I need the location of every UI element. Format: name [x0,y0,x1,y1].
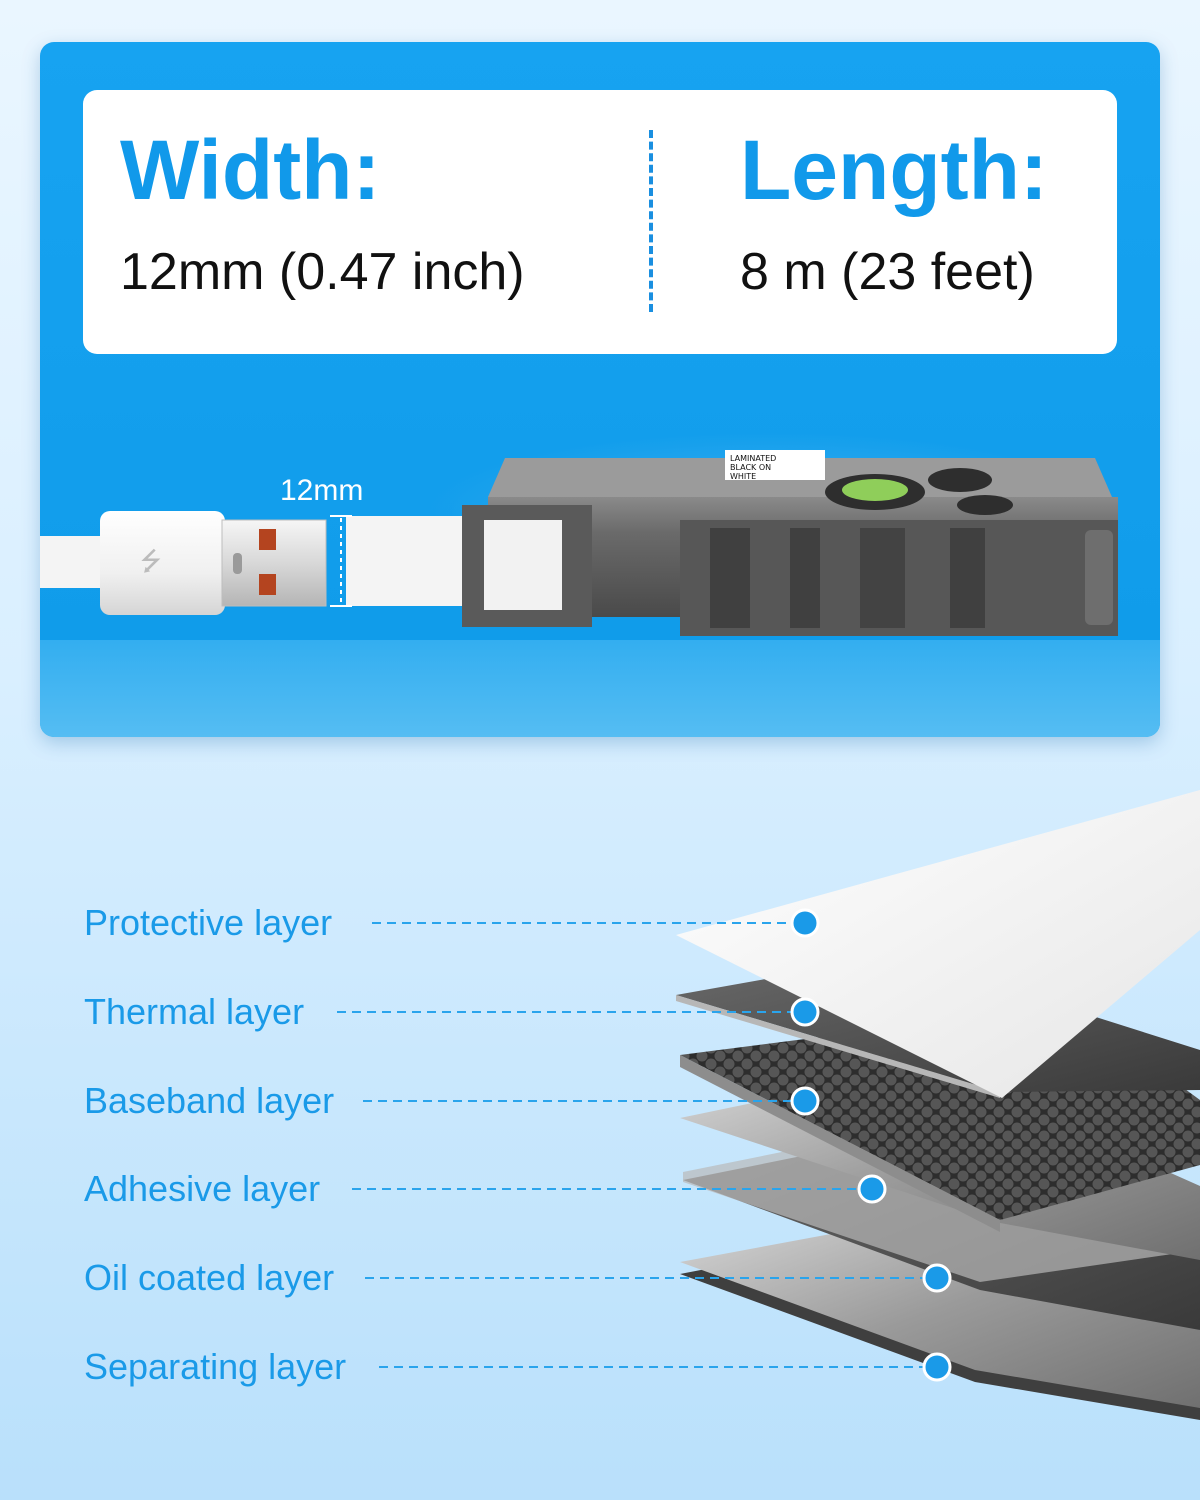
layer-label-oil-coated: Oil coated layer [84,1257,335,1298]
cartridge-label-3: WHITE [730,472,756,481]
baseband-layer-marker [790,1086,820,1116]
layer-stack [676,790,1200,1420]
protective-sheet [676,790,1200,1098]
usb-plug: ⭍ [40,511,327,615]
layer-label-adhesive: Adhesive layer [84,1168,321,1209]
layer-label-separating: Separating layer [84,1346,347,1387]
tape-width-label: 12mm [280,474,363,507]
separating-sheet [680,1210,1200,1408]
width-value: 12mm (0.47 inch) [120,243,525,301]
length-title: Length: [740,123,1048,217]
layer-label-thermal: Thermal layer [84,991,305,1032]
panel-floor [40,640,1160,737]
protective-layer-marker [790,908,820,938]
thermal-layer-marker [790,997,820,1027]
label-cartridge: LAMINATED BLACK ON WHITE [462,450,1118,636]
cartridge-label-2: BLACK ON [730,463,771,472]
layer-label-baseband: Baseband layer [84,1080,335,1121]
separating-layer-marker [922,1352,952,1382]
adhesive-layer-marker [857,1174,887,1204]
oil-coated-layer-marker [922,1263,952,1293]
layer-leaders [337,908,952,1382]
tape-strip: 12mm [280,474,476,607]
layer-label-protective: Protective layer [84,902,333,943]
spec-divider [649,130,653,312]
cartridge-label-1: LAMINATED [730,454,776,463]
width-title: Width: [120,123,381,217]
length-value: 8 m (23 feet) [740,243,1035,301]
spec-card: Width: 12mm (0.47 inch) Length: 8 m (23 … [83,90,1117,354]
usb-icon: ⭍ [140,547,162,577]
